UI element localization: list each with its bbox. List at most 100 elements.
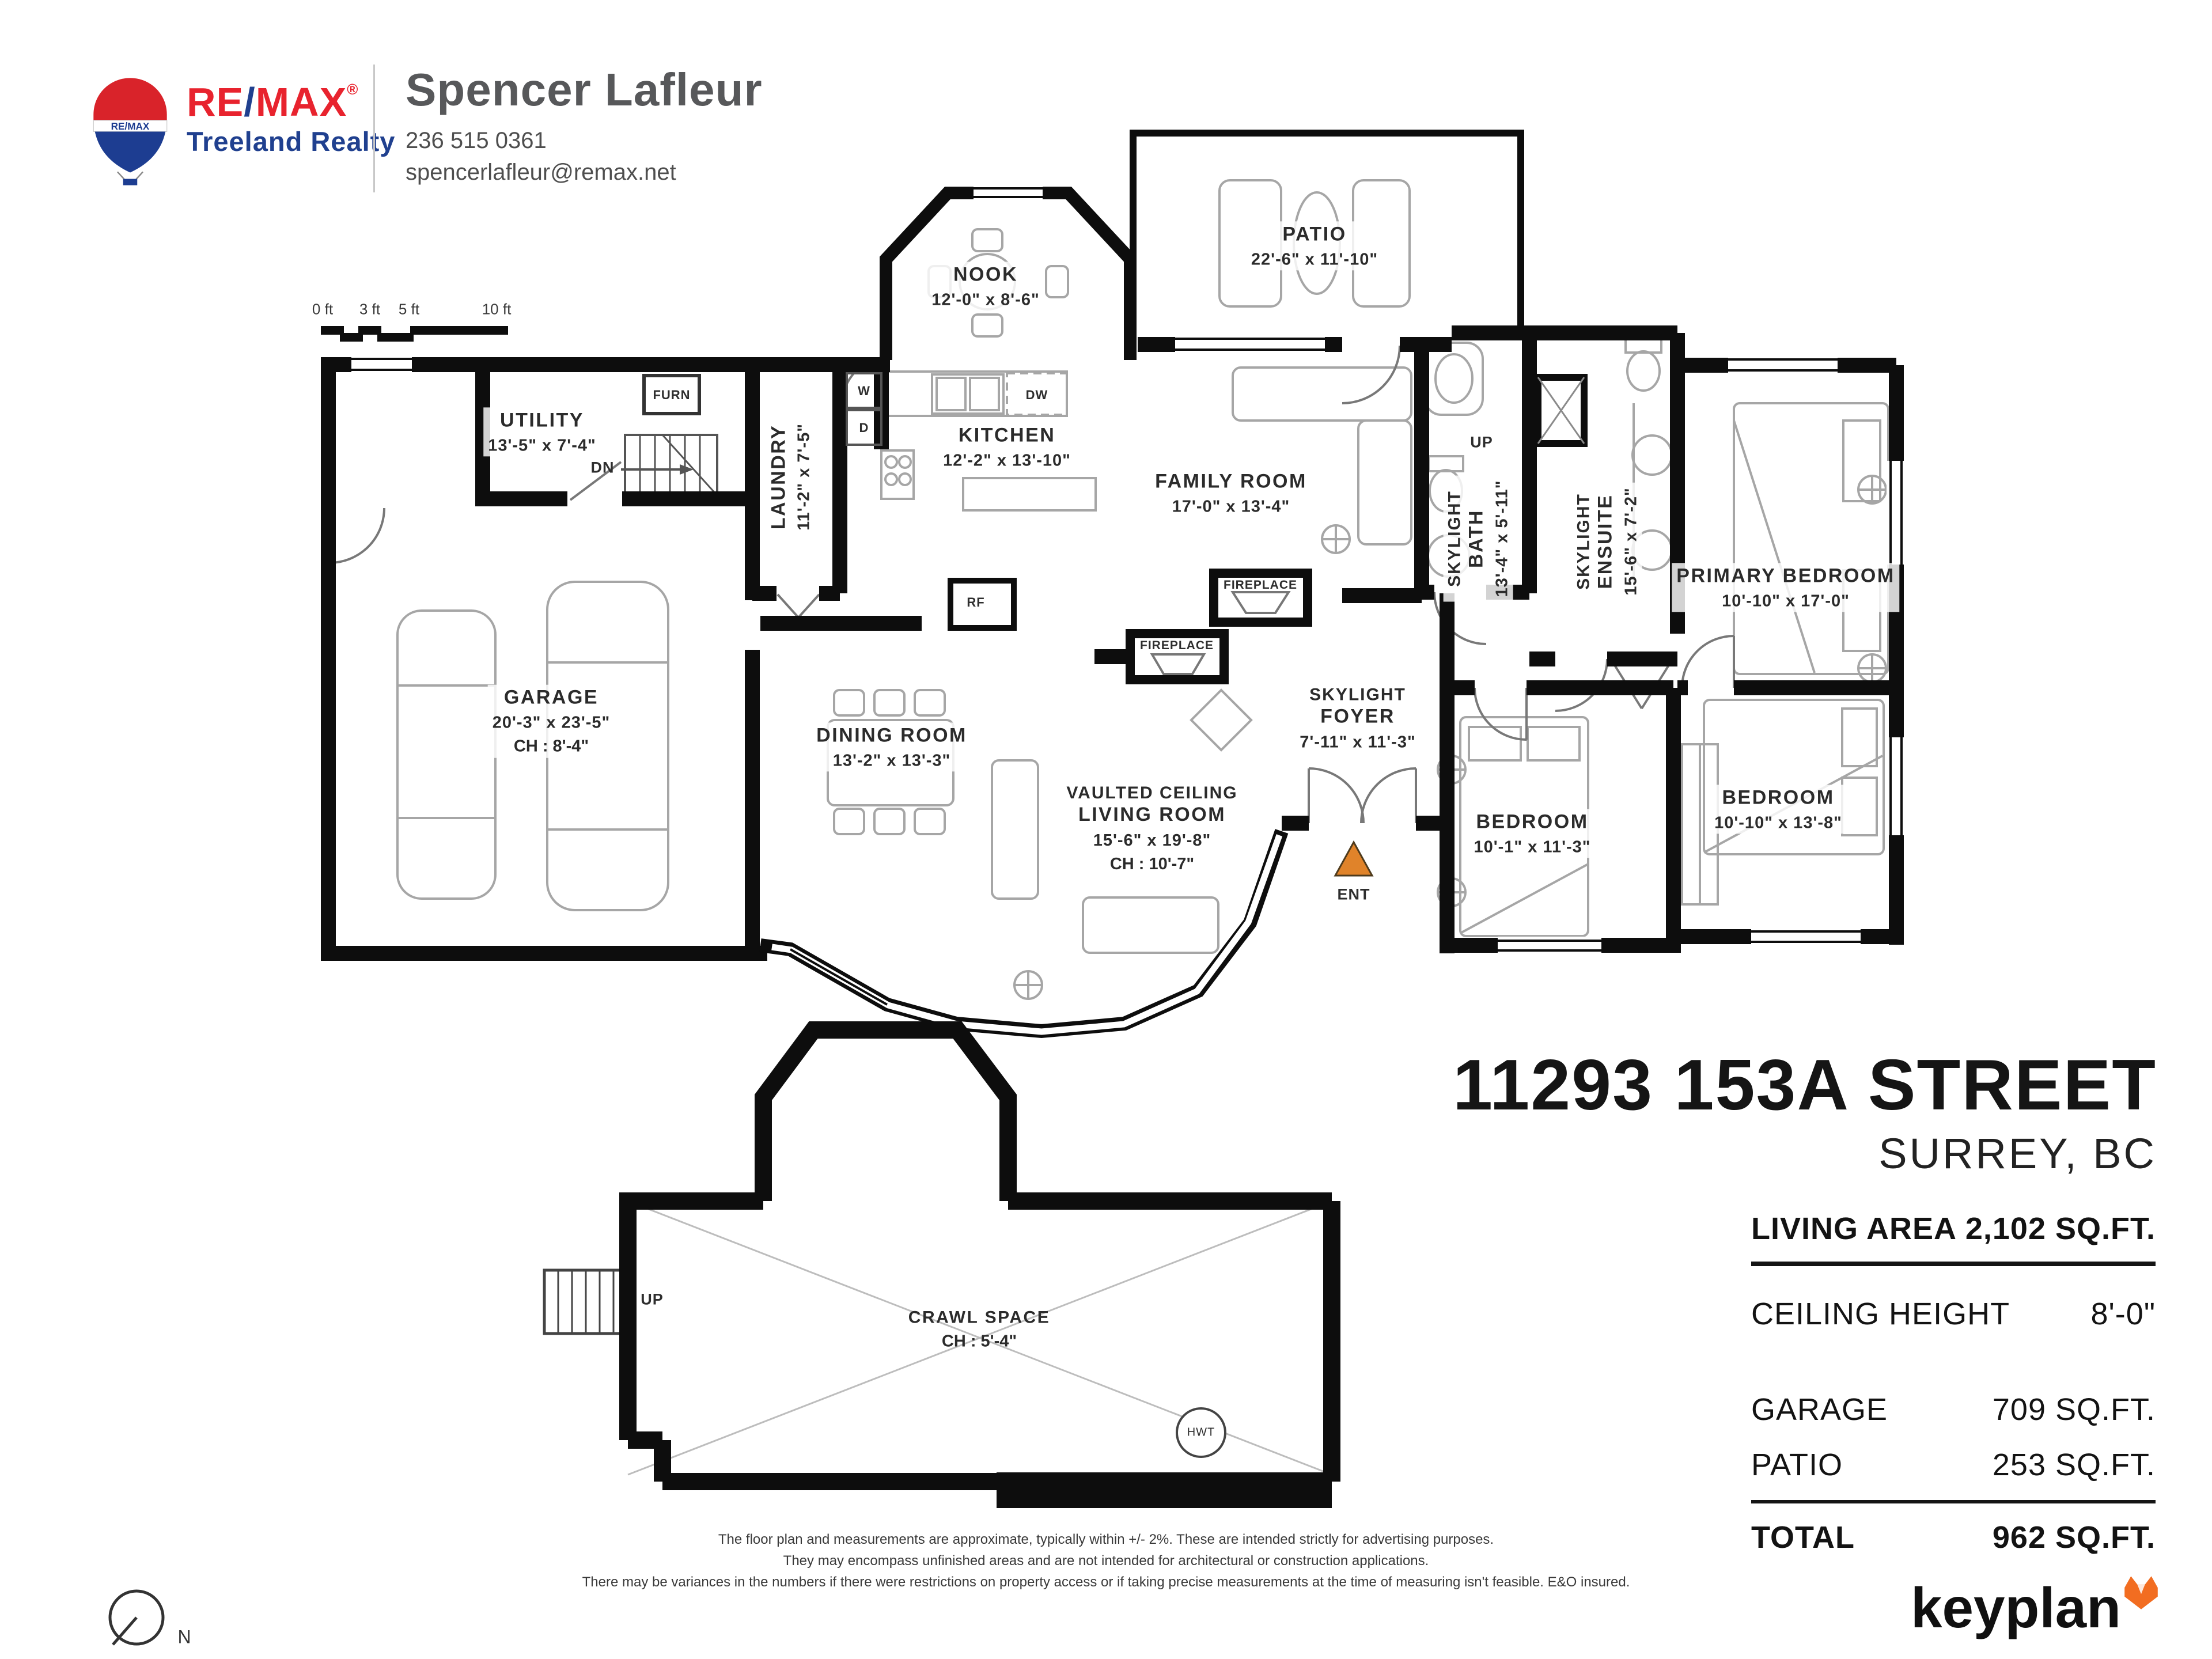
row-label: TOTAL bbox=[1751, 1520, 1855, 1555]
room-name: CRAWL SPACE bbox=[908, 1308, 1051, 1327]
room-name: PRIMARY BEDROOM bbox=[1676, 565, 1895, 587]
row-label: GARAGE bbox=[1751, 1392, 1888, 1427]
room-dims: 10'-10" x 17'-0" bbox=[1722, 592, 1850, 611]
dryer-box bbox=[846, 409, 882, 446]
address-line2: SURREY, BC bbox=[1878, 1130, 2157, 1177]
room-label-crawl-space: CRAWL SPACE CH : 5'-4" bbox=[904, 1306, 1055, 1353]
room-ceiling-height: CH : 5'-4" bbox=[941, 1332, 1017, 1351]
room-name: GARAGE bbox=[503, 686, 599, 709]
room-label-bedroom-2: BEDROOM 10'-10" x 13'-8" bbox=[1710, 785, 1847, 834]
room-name: FOYER bbox=[1320, 706, 1395, 728]
fireplace-box bbox=[1209, 569, 1312, 627]
brand-slash: / bbox=[244, 79, 256, 124]
car-outline bbox=[396, 609, 497, 900]
table-row: PATIO 253 SQ.FT. bbox=[1751, 1447, 2156, 1503]
scale-label: 5 ft bbox=[398, 300, 420, 318]
remax-logo: RE/MAX RE/MAX® Treeland Realty bbox=[86, 74, 395, 187]
property-address: 11293 153A STREET SURREY, BC bbox=[1453, 1050, 2157, 1178]
accent-chair bbox=[1190, 688, 1253, 752]
balloon-text: RE/MAX bbox=[111, 120, 150, 132]
brand-re: RE bbox=[187, 79, 244, 124]
room-label-patio: PATIO 22'-6" x 11'-10" bbox=[1246, 221, 1383, 271]
shower-stall bbox=[1535, 374, 1588, 447]
room-name: LIVING ROOM bbox=[1078, 804, 1226, 826]
washer-box bbox=[846, 372, 882, 409]
room-label-nook: NOOK 12'-0" x 8'-6" bbox=[927, 262, 1044, 311]
room-name: BATH bbox=[1465, 509, 1488, 568]
dishwasher-label: DW bbox=[1025, 388, 1048, 402]
room-name: NOOK bbox=[953, 263, 1018, 286]
hot-water-tank-icon bbox=[1176, 1407, 1226, 1458]
room-dims: 13'-5" x 7'-4" bbox=[488, 436, 596, 455]
room-prefix: VAULTED CEILING bbox=[1066, 783, 1238, 803]
row-value: 253 SQ.FT. bbox=[1992, 1448, 2156, 1482]
fridge-label: RF bbox=[967, 595, 985, 609]
room-label-utility: UTILITY 13'-5" x 7'-4" bbox=[483, 407, 601, 457]
keyplan-logo: keyplan bbox=[1911, 1576, 2159, 1636]
area-summary-table: LIVING AREA 2,102 SQ.FT. CEILING HEIGHT … bbox=[1751, 1211, 2156, 1555]
agent-block: Spencer Lafleur 236 515 0361 spencerlafl… bbox=[406, 63, 763, 185]
disclaimer-line: They may encompass unfinished areas and … bbox=[783, 1553, 1429, 1569]
stairs-up-crawl bbox=[543, 1268, 630, 1335]
dryer-label: D bbox=[859, 421, 869, 435]
room-dims: 20'-3" x 23'-5" bbox=[492, 713, 611, 732]
agent-phone: 236 515 0361 bbox=[406, 128, 547, 153]
washer-label: W bbox=[858, 384, 870, 398]
room-dims: 15'-6" x 19'-8" bbox=[1093, 831, 1211, 850]
room-label-foyer: SKYLIGHT FOYER 7'-11" x 11'-3" bbox=[1295, 683, 1421, 753]
table-row: CEILING HEIGHT 8'-0" bbox=[1751, 1296, 2156, 1332]
furnace-label: FURN bbox=[653, 388, 691, 402]
row-value: 8'-0" bbox=[2090, 1297, 2156, 1331]
disclaimer-text: The floor plan and measurements are appr… bbox=[487, 1529, 1725, 1593]
room-name: PATIO bbox=[1282, 223, 1347, 245]
windows bbox=[351, 185, 1906, 1006]
room-label-garage: GARAGE 20'-3" x 23'-5" CH : 8'-4" bbox=[487, 684, 615, 758]
stairs-down-label: DN bbox=[590, 459, 615, 476]
room-label-primary-bedroom: PRIMARY BEDROOM 10'-10" x 17'-0" bbox=[1672, 563, 1900, 612]
agent-name: Spencer Lafleur bbox=[406, 64, 763, 115]
bed bbox=[1733, 402, 1889, 675]
room-name: ENSUITE bbox=[1594, 494, 1617, 589]
room-dims: 17'-0" x 13'-4" bbox=[1172, 497, 1290, 516]
room-dims: 12'-0" x 8'-6" bbox=[931, 290, 1040, 309]
brand-reg: ® bbox=[347, 81, 359, 98]
room-dims: 11'-2" x 7'-5" bbox=[794, 423, 813, 531]
room-label-family-room: FAMILY ROOM 17'-0" x 13'-4" bbox=[1150, 468, 1312, 518]
room-ceiling-height: CH : 10'-7" bbox=[1109, 854, 1195, 873]
room-label-dining-room: DINING ROOM 13'-2" x 13'-3" bbox=[812, 722, 972, 772]
room-dims: 13'-4" x 5'-11" bbox=[1493, 480, 1512, 597]
room-dims: 10'-10" x 13'-8" bbox=[1714, 813, 1842, 832]
fireplace-label: FIREPLACE bbox=[1139, 639, 1214, 652]
room-label-bedroom-1: BEDROOM 10'-1" x 11'-3" bbox=[1469, 809, 1596, 858]
row-label: PATIO bbox=[1751, 1448, 1843, 1482]
room-prefix: SKYLIGHT bbox=[1309, 685, 1406, 704]
brand-max: MAX bbox=[255, 79, 347, 124]
fridge-box bbox=[948, 578, 1017, 631]
brand-subtitle: Treeland Realty bbox=[187, 126, 396, 157]
room-name: KITCHEN bbox=[958, 424, 1056, 446]
fireplace-label: FIREPLACE bbox=[1223, 578, 1298, 592]
scale-label: 0 ft bbox=[312, 300, 334, 318]
room-label-laundry: LAUNDRY 11'-2" x 7'-5" bbox=[766, 419, 815, 535]
room-label-kitchen: KITCHEN 12'-2" x 13'-10" bbox=[938, 422, 1075, 472]
room-prefix: SKYLIGHT bbox=[1574, 493, 1593, 590]
table-row: TOTAL 962 SQ.FT. bbox=[1751, 1520, 2156, 1555]
room-label-ensuite: SKYLIGHT ENSUITE 15'-6" x 7'-2" bbox=[1572, 483, 1642, 600]
furnace-box bbox=[642, 374, 701, 415]
address-line1: 11293 153A STREET bbox=[1453, 1046, 2157, 1125]
keyplan-fox-icon bbox=[2124, 1576, 2158, 1609]
room-name: BEDROOM bbox=[1476, 810, 1589, 833]
fireplace-box bbox=[1126, 629, 1229, 684]
range bbox=[880, 449, 915, 500]
row-value: 709 SQ.FT. bbox=[1992, 1392, 2156, 1427]
row-label: LIVING AREA bbox=[1751, 1211, 1957, 1246]
stairs-up-label: UP bbox=[1470, 433, 1493, 451]
room-prefix: SKYLIGHT bbox=[1445, 490, 1464, 587]
stairs-up-crawl-label: UP bbox=[641, 1290, 664, 1308]
room-dims: 12'-2" x 13'-10" bbox=[943, 451, 1071, 470]
compass-icon bbox=[108, 1589, 165, 1646]
room-dims: 7'-11" x 11'-3" bbox=[1300, 733, 1416, 752]
sink bbox=[1631, 434, 1673, 476]
disclaimer-line: The floor plan and measurements are appr… bbox=[718, 1532, 1494, 1547]
